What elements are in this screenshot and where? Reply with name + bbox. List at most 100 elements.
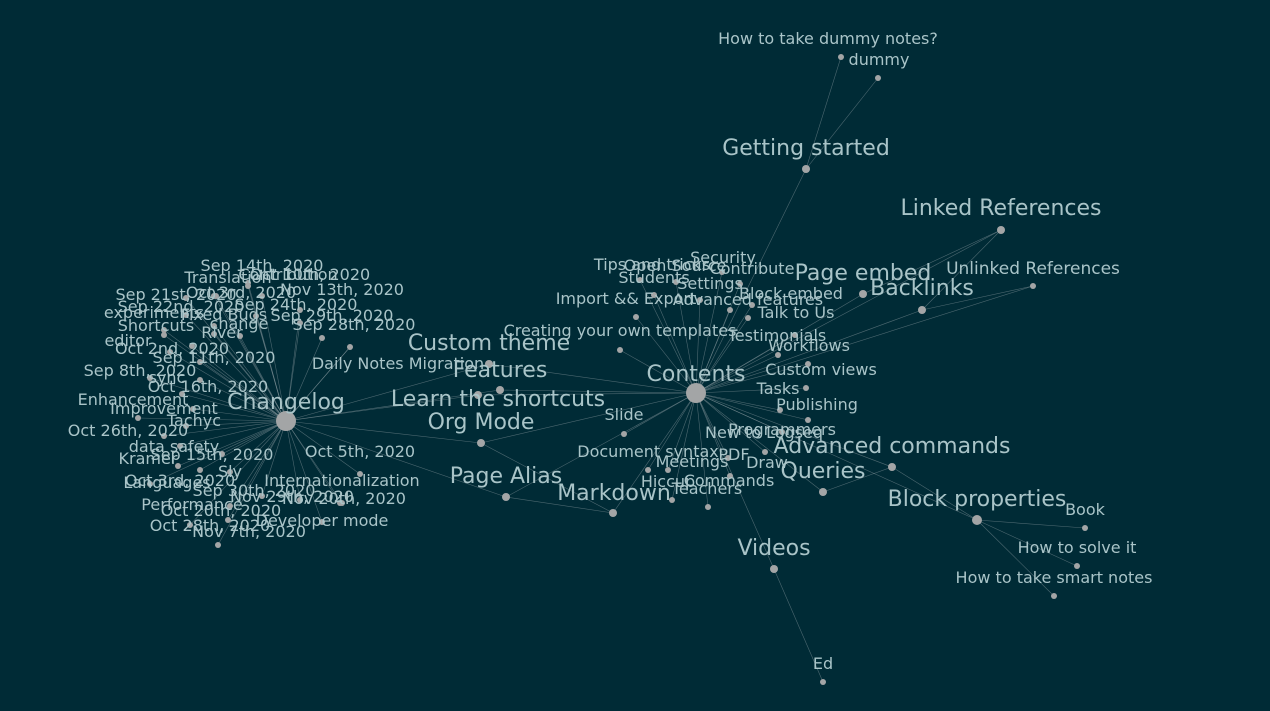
- graph-node-label-sync[interactable]: sync: [149, 368, 186, 387]
- graph-node-label-sly[interactable]: Sly: [218, 462, 242, 481]
- graph-node-label-oct-3rd-2020[interactable]: Oct 3rd, 2020: [125, 471, 235, 490]
- graph-node-daily-notes-migration[interactable]: [347, 344, 353, 350]
- graph-node-sep-28th-2020[interactable]: [319, 335, 325, 341]
- graph-node-performance[interactable]: [227, 503, 233, 509]
- graph-node-oct-16th-2020[interactable]: [179, 391, 185, 397]
- graph-node-label-nov-13th-2020[interactable]: Nov 13th, 2020: [280, 280, 404, 299]
- graph-node-tips-and-tricks[interactable]: [637, 277, 643, 283]
- graph-node-meetings[interactable]: [665, 467, 671, 473]
- graph-node-oct-2nd-2020[interactable]: [167, 349, 173, 355]
- graph-node-dummy[interactable]: [875, 75, 881, 81]
- graph-node-students[interactable]: [651, 292, 657, 298]
- graph-node-label-kramer[interactable]: Kramer: [119, 449, 178, 468]
- graph-node-document-syntax[interactable]: [645, 467, 651, 473]
- graph-node-custom-theme[interactable]: [485, 360, 493, 368]
- graph-node-learn-the-shortcuts[interactable]: [474, 391, 482, 399]
- graph-node-block-properties[interactable]: [972, 515, 982, 525]
- graph-node-label-how-to-solve-it[interactable]: How to solve it: [1018, 538, 1137, 557]
- graph-node-label-page-alias[interactable]: Page Alias: [450, 464, 562, 489]
- graph-node-improvement[interactable]: [135, 415, 141, 421]
- graph-node-oct-26th-2020[interactable]: [161, 433, 167, 439]
- graph-node-label-sep-11th-2020[interactable]: Sep 11th, 2020: [153, 348, 276, 367]
- graph-node-contribute[interactable]: [737, 281, 743, 287]
- graph-node-label-languages[interactable]: Languages: [123, 473, 210, 492]
- graph-node-label-sep-28th-2020[interactable]: Sep 28th, 2020: [293, 315, 416, 334]
- graph-node-label-sep-21st-2020[interactable]: Sep 21st, 2020: [115, 285, 236, 304]
- graph-node-workflows[interactable]: [775, 352, 781, 358]
- graph-node-data-safety[interactable]: [177, 443, 183, 449]
- graph-node-oct-5th-2020[interactable]: [357, 471, 363, 477]
- graph-node-change[interactable]: [211, 331, 217, 337]
- graph-node-label-getting-started[interactable]: Getting started: [722, 136, 890, 161]
- graph-node-page-embed[interactable]: [859, 290, 867, 298]
- graph-node-label-tachyc[interactable]: Tachyc: [166, 411, 221, 430]
- graph-node-label-changelog[interactable]: Changelog: [227, 390, 345, 415]
- graph-node-label-translation[interactable]: Translation: [183, 268, 271, 287]
- graph-node-label-change[interactable]: change: [210, 314, 269, 333]
- graph-node-label-custom-theme[interactable]: Custom theme: [408, 331, 570, 356]
- graph-node-label-oct-20th-2020[interactable]: Oct 20th, 2020: [161, 501, 281, 520]
- graph-node-settings[interactable]: [697, 297, 703, 303]
- graph-node-label-commands[interactable]: Commands: [684, 471, 775, 490]
- graph-node-org-mode[interactable]: [477, 439, 485, 447]
- graph-node-oct-20th-2020[interactable]: [225, 517, 231, 523]
- graph-node-label-import-export[interactable]: Import && Export: [556, 289, 697, 308]
- graph-node-label-sep-29th-2020[interactable]: Sep 29th, 2020: [271, 306, 394, 325]
- graph-node-label-videos[interactable]: Videos: [737, 536, 810, 561]
- graph-node-editor[interactable]: [189, 343, 195, 349]
- graph-node-label-learn-the-shortcuts[interactable]: Learn the shortcuts: [391, 387, 605, 412]
- graph-node-markdown[interactable]: [609, 509, 617, 517]
- graph-node-label-dummy[interactable]: dummy: [849, 50, 910, 69]
- graph-node-programmers[interactable]: [779, 429, 785, 435]
- graph-node-label-features[interactable]: Features: [453, 358, 548, 383]
- graph-node-label-ed[interactable]: Ed: [813, 654, 833, 673]
- graph-node-page-alias[interactable]: [502, 493, 510, 501]
- graph-node-label-custom-views[interactable]: Custom views: [765, 360, 877, 379]
- graph-node-label-river[interactable]: River: [201, 323, 243, 342]
- graph-node-creating-your-own-templates[interactable]: [617, 347, 623, 353]
- graph-node-enhancement[interactable]: [190, 406, 196, 412]
- graph-node-open-source[interactable]: [673, 279, 679, 285]
- graph-node-custom-views[interactable]: [805, 361, 811, 367]
- graph-node-oct-3rd-2020[interactable]: [213, 293, 219, 299]
- graph-node-label-advanced-commands[interactable]: Advanced commands: [774, 434, 1011, 459]
- graph-node-hiccup[interactable]: [669, 497, 675, 503]
- graph-node-label-draw[interactable]: Draw: [746, 453, 788, 472]
- graph-node-label-book[interactable]: Book: [1065, 500, 1106, 519]
- graph-node-label-sep-24th-2020[interactable]: Sep 24th, 2020: [235, 295, 358, 314]
- graph-node-book[interactable]: [1082, 525, 1088, 531]
- graph-node-label-contribution[interactable]: Contribution: [238, 265, 337, 284]
- graph-node-label-how-to-take-smart-notes[interactable]: How to take smart notes: [956, 568, 1153, 587]
- graph-node-kramer[interactable]: [175, 463, 181, 469]
- graph-node-new-to-logseq[interactable]: [805, 417, 811, 423]
- graph-node-languages[interactable]: [147, 481, 153, 487]
- graph-node-label-sep-22nd-2020[interactable]: Sep 22nd, 2020: [118, 297, 245, 316]
- graph-node-label-enhancement[interactable]: Enhancement: [78, 390, 189, 409]
- graph-node-publishing[interactable]: [777, 407, 783, 413]
- graph-node-label-backlinks[interactable]: Backlinks: [870, 276, 974, 301]
- graph-node-label-open-source[interactable]: Open Source: [624, 256, 727, 275]
- graph-node-how-to-take-smart-notes[interactable]: [1051, 593, 1057, 599]
- graph-node-sep-24th-2020[interactable]: [253, 313, 259, 319]
- graph-node-label-oct-28th-2020[interactable]: Oct 28th, 2020: [150, 516, 270, 535]
- graph-node-label-data-safety[interactable]: data safety: [129, 437, 219, 456]
- graph-node-contents[interactable]: [686, 383, 706, 403]
- graph-node-draw[interactable]: [762, 449, 768, 455]
- graph-node-label-talk-to-us[interactable]: Talk to Us: [757, 303, 835, 322]
- graph-node-getting-started[interactable]: [802, 165, 810, 173]
- graph-node-label-internationalization[interactable]: Internationalization: [264, 471, 419, 490]
- graph-node-label-page-embed[interactable]: Page embed: [795, 261, 932, 286]
- graph-node-sep-11th-2020[interactable]: [197, 359, 203, 365]
- graph-node-sep-8th-2020[interactable]: [147, 375, 153, 381]
- graph-node-label-editor[interactable]: editor: [104, 331, 152, 350]
- graph-node-pdf[interactable]: [725, 455, 731, 461]
- graph-node-label-slide[interactable]: Slide: [604, 405, 643, 424]
- graph-node-label-students[interactable]: Students: [618, 268, 689, 287]
- graph-node-label-nov-20th-2020[interactable]: Nov 20th, 2020: [282, 489, 406, 508]
- graph-node-label-nov-7th-2020[interactable]: Nov 7th, 2020: [192, 522, 306, 541]
- graph-node-label-markdown[interactable]: Markdown: [557, 481, 671, 506]
- graph-node-commands[interactable]: [727, 473, 733, 479]
- graph-node-nov-7th-2020[interactable]: [215, 542, 221, 548]
- graph-node-label-meetings[interactable]: Meetings: [656, 452, 729, 471]
